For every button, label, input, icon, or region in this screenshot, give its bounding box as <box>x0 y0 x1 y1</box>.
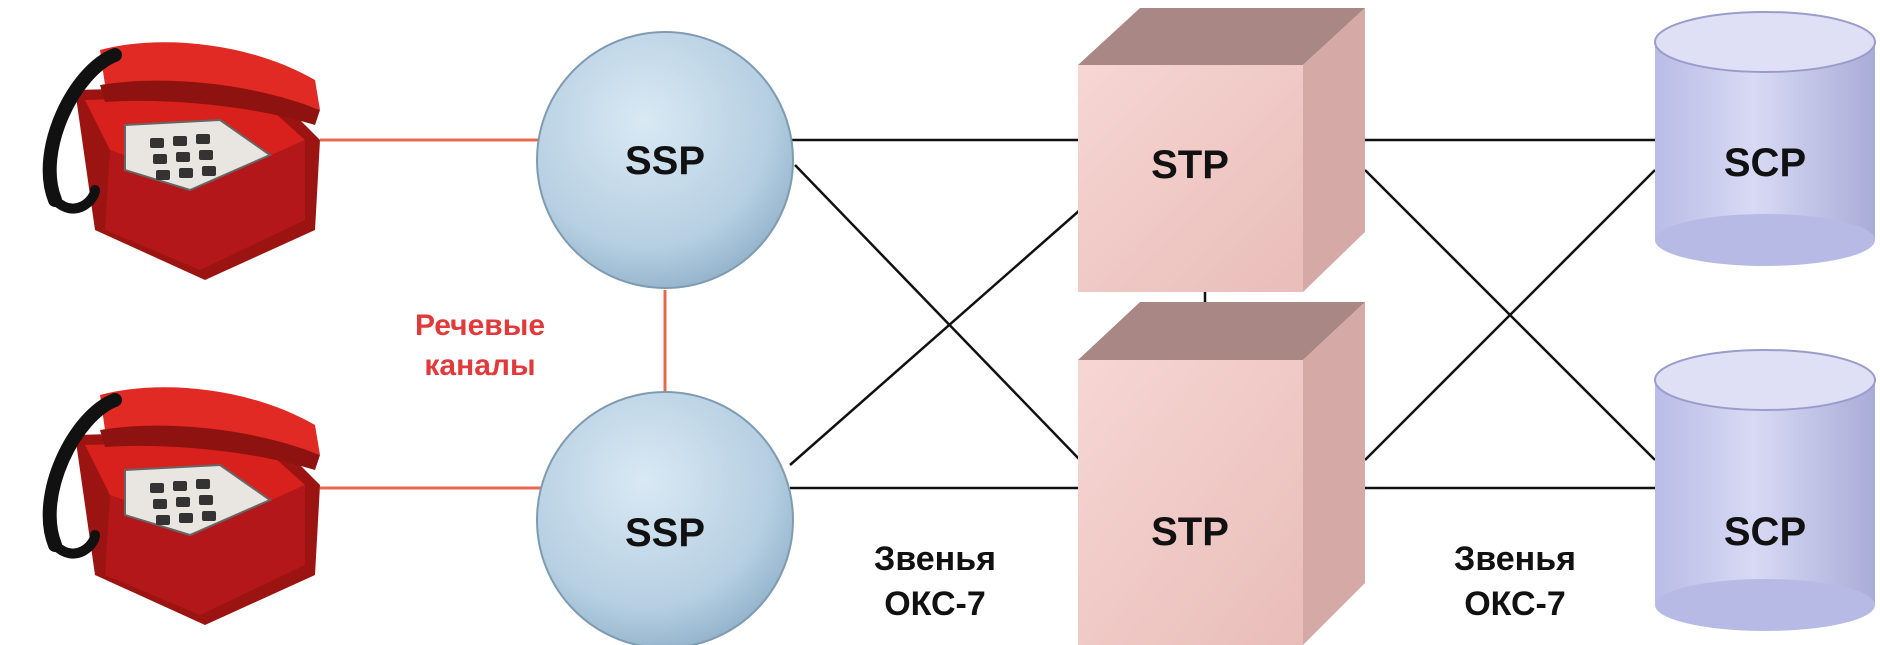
scp-bottom-label: SCP <box>1724 510 1806 554</box>
scp-node-top: SCP <box>1654 11 1876 266</box>
telephone-icon <box>42 387 320 625</box>
links-label-left: Звенья ОКС-7 <box>874 540 996 623</box>
scp-node-bottom: SCP <box>1654 349 1876 631</box>
voice-channels-line-2: каналы <box>424 349 535 382</box>
links-left-line-1: Звенья <box>874 540 996 578</box>
links-right-line-2: ОКС-7 <box>1464 585 1566 623</box>
ssp-node-top: SSP <box>536 31 794 289</box>
ssp-bottom-label: SSP <box>625 511 705 555</box>
ssp-top-label: SSP <box>625 139 705 183</box>
scp-top-label: SCP <box>1724 141 1806 185</box>
link-ssp-top-stp-bottom <box>794 164 1081 461</box>
voice-lines <box>320 138 667 490</box>
signaling-links <box>789 138 1656 490</box>
stp-top-label: STP <box>1151 143 1229 187</box>
ssp-node-bottom: SSP <box>536 391 794 645</box>
links-right-line-1: Звенья <box>1454 540 1576 578</box>
voice-channels-line-1: Речевые <box>415 309 545 342</box>
links-left-line-2: ОКС-7 <box>884 585 986 623</box>
stp-node-bottom: STP <box>1078 302 1365 645</box>
links-label-right: Звенья ОКС-7 <box>1454 540 1576 623</box>
voice-channels-label: Речевые каналы <box>415 309 545 382</box>
stp-node-top: STP <box>1078 8 1365 292</box>
link-stp-bottom-scp-top <box>1364 169 1656 461</box>
stp-bottom-label: STP <box>1151 510 1229 554</box>
telephone-icon <box>42 42 320 280</box>
link-ssp-bottom-stp-top <box>789 209 1081 466</box>
